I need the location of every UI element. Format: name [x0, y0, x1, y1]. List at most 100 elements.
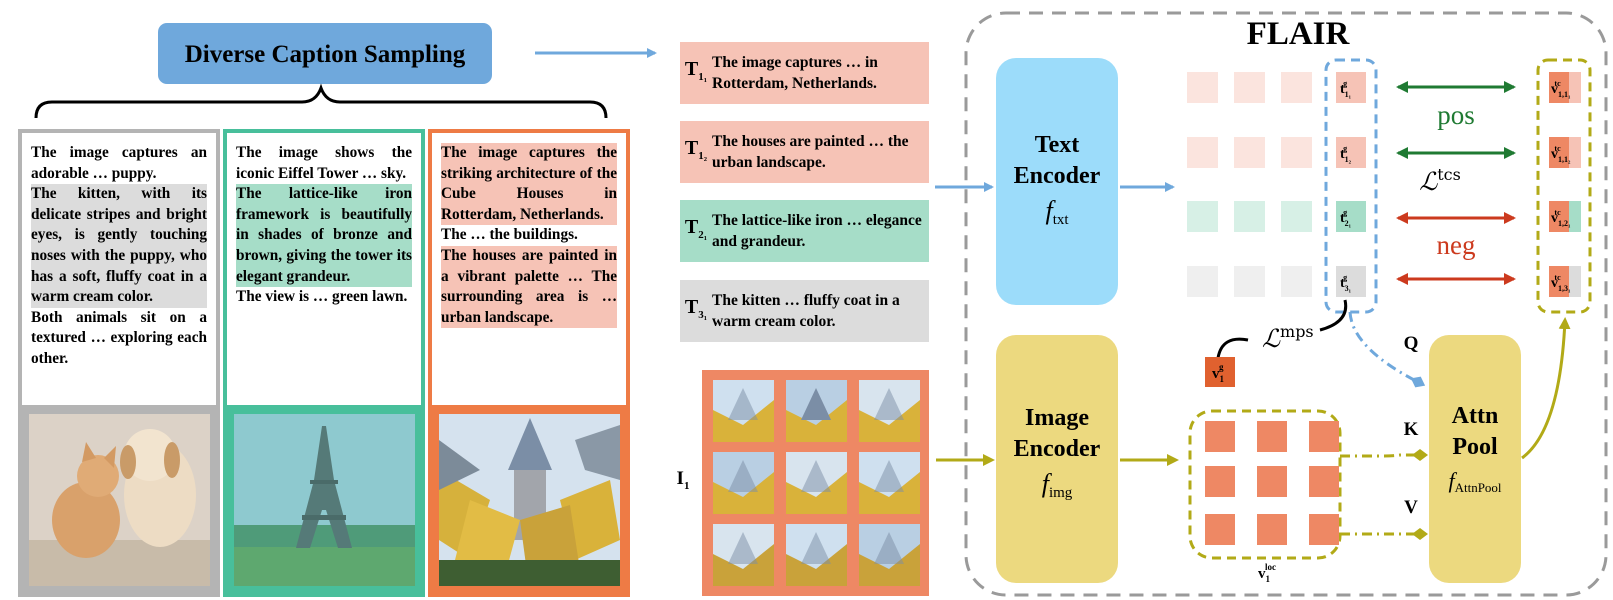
image-crop-3 — [859, 380, 920, 442]
image-encoder-line1: Image — [1025, 405, 1089, 431]
mps-loss: ℒmps — [1262, 322, 1314, 353]
svg-text:v1,2₁tc: v1,2₁tc — [1551, 208, 1571, 228]
visual-token-2: v1,1₂tc — [1549, 137, 1581, 168]
image-crop-5 — [786, 452, 847, 514]
text-token-3: t2₁g — [1336, 201, 1366, 232]
svg-text:v1,3₁tc: v1,3₁tc — [1551, 273, 1571, 293]
image-crop-9 — [859, 524, 920, 586]
local-token-6 — [1309, 466, 1339, 497]
sampled-caption-symbol: T3₁ — [684, 295, 708, 321]
sampled-caption-text: The kitten … fluffy coat in a warm cream… — [712, 292, 900, 330]
caption-text-kitten: The image captures an adorable … puppy. … — [22, 133, 216, 370]
svg-text:t1₂g: t1₂g — [1340, 144, 1352, 164]
faded-text-token — [1187, 266, 1218, 297]
caption-1-seg-3: Both animals sit on a textured … explori… — [31, 308, 207, 367]
local-token-7 — [1205, 514, 1235, 545]
local-token-1 — [1205, 421, 1235, 452]
text-encoder-line2: Encoder — [1014, 163, 1101, 189]
caption-3-seg-3: The houses are painted in a vibrant pale… — [441, 245, 617, 329]
visual-token-4: v1,3₁tc — [1549, 266, 1581, 297]
query-connector — [1348, 311, 1426, 388]
image-crop-1 — [713, 380, 774, 442]
image-label: I1 — [677, 468, 690, 492]
k-label: K — [1404, 419, 1419, 440]
mps-curve — [1216, 299, 1348, 359]
neg-label: neg — [1437, 230, 1476, 260]
key-connector — [1340, 449, 1428, 461]
local-tokens-label: v1loc — [1258, 562, 1276, 584]
image-crop-2 — [786, 380, 847, 442]
local-token-8 — [1257, 514, 1287, 545]
caption-2-seg-1: The image shows the iconic Eiffel Tower … — [236, 144, 412, 182]
svg-text:t2₁g: t2₁g — [1340, 208, 1352, 228]
pos-label: pos — [1437, 100, 1475, 130]
faded-text-token — [1281, 72, 1312, 103]
attn-pool-fn: fAttnPool — [1448, 468, 1501, 495]
attn-pool-box — [1429, 335, 1521, 583]
global-image-token — [1205, 357, 1235, 387]
faded-text-token — [1187, 72, 1218, 103]
image-crop-6 — [859, 452, 920, 514]
v-label: V — [1404, 497, 1418, 518]
attn-pool-line2: Pool — [1452, 434, 1498, 460]
caption-3-seg-1: The image captures the striking architec… — [441, 143, 617, 226]
text-token-4: t3₁g — [1336, 266, 1366, 297]
image-crop-7 — [713, 524, 774, 586]
text-encoder-box — [996, 58, 1118, 305]
sampling-title: Diverse Caption Sampling — [185, 41, 466, 68]
faded-text-token — [1234, 72, 1265, 103]
tcs-loss: ℒtcs — [1419, 165, 1461, 196]
local-token-4 — [1205, 466, 1235, 497]
image-encoder-line2: Encoder — [1014, 436, 1101, 462]
image-crop-grid — [702, 370, 929, 596]
q-label: Q — [1404, 333, 1419, 354]
attn-pool-line1: Attn — [1452, 403, 1499, 429]
sampled-caption-symbol: T1₂ — [684, 136, 708, 162]
local-tokens-frame — [1188, 409, 1342, 560]
sampled-caption-t11: T1₁ The image captures … in Rotterdam, N… — [680, 42, 929, 104]
local-token-3 — [1309, 421, 1339, 452]
sampled-caption-text: The image captures … in Rotterdam, Nethe… — [712, 54, 878, 92]
caption-text-eiffel: The image shows the iconic Eiffel Tower … — [227, 133, 421, 308]
local-token-2 — [1257, 421, 1287, 452]
image-encoder-box — [996, 335, 1118, 583]
caption-1-seg-2: The kitten, with its delicate stripes an… — [31, 184, 207, 308]
svg-text:t1₁g: t1₁g — [1340, 79, 1352, 99]
caption-3-seg-2: The … the buildings. — [441, 226, 578, 244]
faded-text-token — [1234, 137, 1265, 168]
sampled-caption-symbol: T2₁ — [684, 215, 708, 241]
sampled-caption-text: The houses are painted … the urban lands… — [712, 133, 909, 171]
image-crop-4 — [713, 452, 774, 514]
faded-text-token — [1187, 201, 1218, 232]
faded-text-token — [1281, 201, 1312, 232]
text-encoder-line1: Text — [1035, 132, 1079, 158]
visual-token-1: v1,1₁tc — [1549, 72, 1581, 103]
caption-2-seg-2: The lattice-like iron framework is beaut… — [236, 184, 412, 288]
image-crop-8 — [786, 524, 847, 586]
flair-title: FLAIR — [1247, 16, 1351, 52]
local-token-5 — [1257, 466, 1287, 497]
svg-text:v1,1₂tc: v1,1₂tc — [1551, 144, 1571, 164]
sampled-caption-t12: T1₂ The houses are painted … the urban l… — [680, 121, 929, 183]
svg-text:t3₁g: t3₁g — [1340, 273, 1352, 293]
text-token-1: t1₁g — [1336, 72, 1366, 103]
caption-1-seg-1: The image captures an adorable … puppy. — [31, 144, 207, 182]
visual-token-3: v1,2₁tc — [1549, 201, 1581, 232]
faded-text-token — [1234, 266, 1265, 297]
sampled-caption-t21: T2₁ The lattice-like iron … elegance and… — [680, 200, 929, 262]
eiffel-tower-image — [225, 405, 423, 595]
visual-tokens-frame — [1536, 58, 1592, 314]
caption-2-seg-3: The view is … green lawn. — [236, 288, 408, 306]
caption-text-cube: The image captures the striking architec… — [432, 133, 626, 329]
text-token-2: t1₂g — [1336, 137, 1366, 168]
cube-houses-image — [430, 405, 628, 595]
sampling-title-box — [158, 23, 492, 84]
curly-brace — [34, 83, 608, 119]
image-encoder-fn: fimg — [1042, 469, 1073, 501]
sampled-caption-symbol: T1₁ — [684, 57, 708, 83]
kitten-puppy-image — [20, 405, 218, 595]
faded-text-token — [1281, 137, 1312, 168]
sampled-caption-t31: T3₁ The kitten … fluffy coat in a warm c… — [680, 280, 929, 342]
text-encoder-fn: ftxt — [1045, 196, 1069, 228]
